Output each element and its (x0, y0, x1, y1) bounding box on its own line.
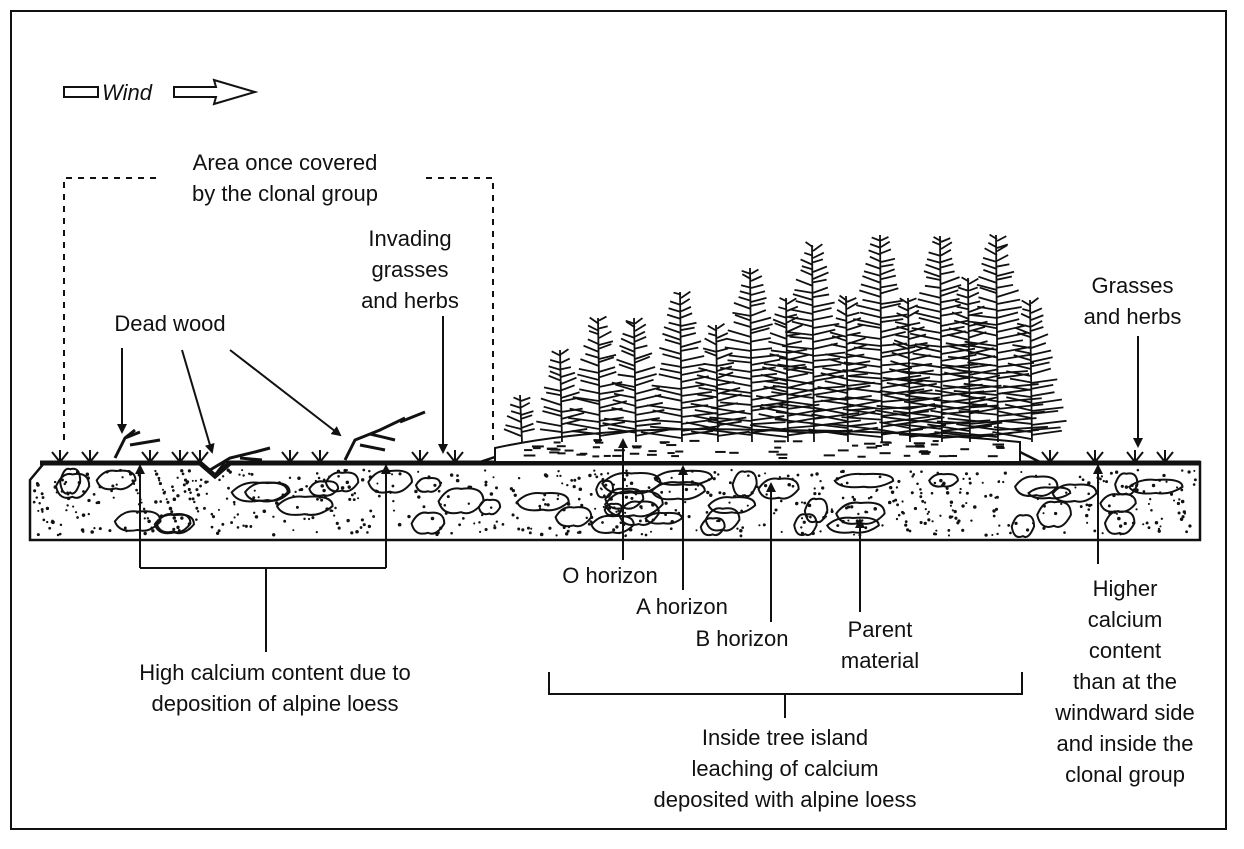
invading-grasses-label: Invading grasses and herbs (361, 226, 459, 313)
inside-tree-island-label: Inside tree island leaching of calcium d… (653, 725, 917, 812)
diagram-frame (10, 10, 1227, 830)
grass-tufts (51, 450, 1174, 464)
wind-arrow-icon (63, 78, 259, 106)
higher-calcium-label: Higher calcium content than at the windw… (1055, 576, 1195, 787)
area-once-covered-label: Area once covered by the clonal group (192, 150, 378, 206)
pointer-arrows (117, 316, 1143, 718)
dead-wood-icon (113, 410, 426, 472)
high-calcium-label: High calcium content due to deposition o… (139, 660, 411, 716)
soil-profile (28, 450, 1202, 542)
wind-label: Wind (102, 80, 152, 105)
grasses-herbs-label: Grasses and herbs (1083, 273, 1182, 329)
dead-wood-label: Dead wood (114, 311, 226, 336)
clonal-area-bracket (63, 177, 494, 440)
b-horizon-label: B horizon (695, 626, 789, 651)
a-horizon-label: A horizon (636, 594, 728, 619)
parent-material-label: Parent material (840, 617, 920, 673)
o-horizon-label: O horizon (562, 563, 658, 588)
tree-island (503, 233, 1067, 443)
